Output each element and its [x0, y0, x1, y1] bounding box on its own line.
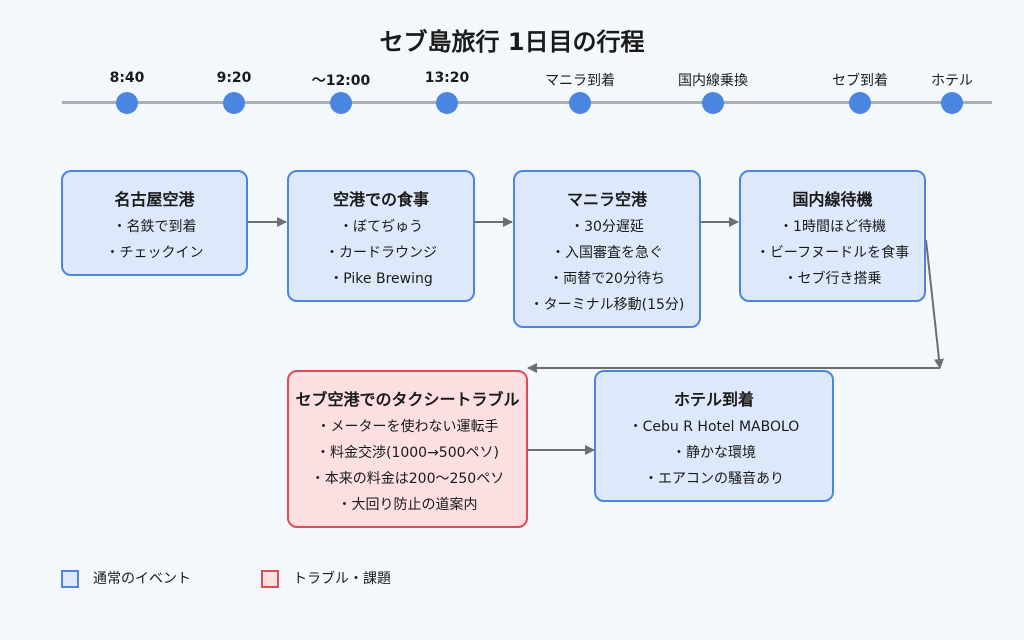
legend-swatch-normal — [61, 570, 79, 588]
timeline-label: 8:40 — [109, 70, 145, 86]
box-item: ・両替で20分待ち — [549, 271, 665, 287]
box-item: ・Pike Brewing — [329, 271, 433, 287]
timeline-dot — [223, 92, 245, 114]
box-title: マニラ空港 — [566, 190, 647, 209]
box-item: ・カードラウンジ — [325, 245, 437, 261]
box-item: ・静かな環境 — [672, 445, 756, 461]
box-item: ・名鉄で到着 — [112, 219, 197, 235]
box-title: セブ空港でのタクシートラブル — [295, 390, 520, 409]
box-title: ホテル到着 — [673, 390, 754, 409]
box-title: 名古屋空港 — [114, 190, 195, 209]
timeline-dot — [116, 92, 138, 114]
timeline-line — [62, 101, 992, 104]
timeline-label: 13:20 — [424, 70, 470, 86]
timeline-dot — [941, 92, 963, 114]
box-item: ・メーターを使わない運転手 — [316, 419, 499, 435]
box-item: ・ターミナル移動(15分) — [529, 297, 685, 313]
box-item: ・ぼてぢゅう — [339, 219, 423, 235]
arrow-domestic-down — [925, 239, 944, 369]
legend-label: 通常のイベント — [93, 571, 191, 587]
timeline-dot — [569, 92, 591, 114]
timeline-dot — [330, 92, 352, 114]
page-title: セブ島旅行 1日目の行程 — [379, 28, 645, 56]
timeline-label: マニラ到着 — [545, 73, 615, 89]
box-title: 空港での食事 — [332, 190, 429, 209]
timeline-dot — [436, 92, 458, 114]
timeline-label: 国内線乗換 — [678, 73, 748, 89]
box-manila-airport: マニラ空港・30分遅延・入国審査を急ぐ・両替で20分待ち・ターミナル移動(15分… — [513, 170, 701, 328]
box-item: ・チェックイン — [105, 245, 204, 261]
legend-label: トラブル・課題 — [293, 571, 391, 587]
box-item: ・大回り防止の道案内 — [337, 497, 478, 513]
timeline-label: セブ到着 — [832, 73, 888, 89]
box-item: ・ビーフヌードルを食事 — [755, 245, 910, 261]
timeline-dot — [702, 92, 724, 114]
box-item: ・本来の料金は200〜250ペソ — [310, 471, 505, 487]
legend-swatch-trouble — [261, 570, 279, 588]
timeline-label: ホテル — [931, 73, 973, 89]
box-airport-meal: 空港での食事・ぼてぢゅう・カードラウンジ・Pike Brewing — [287, 170, 475, 302]
timeline-label: 〜12:00 — [311, 73, 371, 89]
box-taxi-trouble: セブ空港でのタクシートラブル・メーターを使わない運転手・料金交渉(1000→50… — [287, 370, 528, 528]
box-item: ・1時間ほど待機 — [779, 219, 886, 235]
box-item: ・Cebu R Hotel MABOLO — [628, 419, 800, 435]
timeline-dot — [849, 92, 871, 114]
box-item: ・エアコンの騒音あり — [644, 471, 784, 487]
box-item: ・セブ行き搭乗 — [783, 271, 882, 287]
box-item: ・30分遅延 — [570, 219, 644, 235]
box-domestic-wait: 国内線待機・1時間ほど待機・ビーフヌードルを食事・セブ行き搭乗 — [739, 170, 926, 302]
box-item: ・入国審査を急ぐ — [551, 245, 663, 261]
box-nagoya-airport: 名古屋空港・名鉄で到着・チェックイン — [61, 170, 248, 276]
timeline-label: 9:20 — [216, 70, 252, 86]
box-hotel-arrival: ホテル到着・Cebu R Hotel MABOLO ・静かな環境・エアコンの騒音あ… — [594, 370, 834, 502]
box-item: ・料金交渉(1000→500ペソ) — [315, 445, 499, 461]
box-title: 国内線待機 — [792, 190, 873, 209]
